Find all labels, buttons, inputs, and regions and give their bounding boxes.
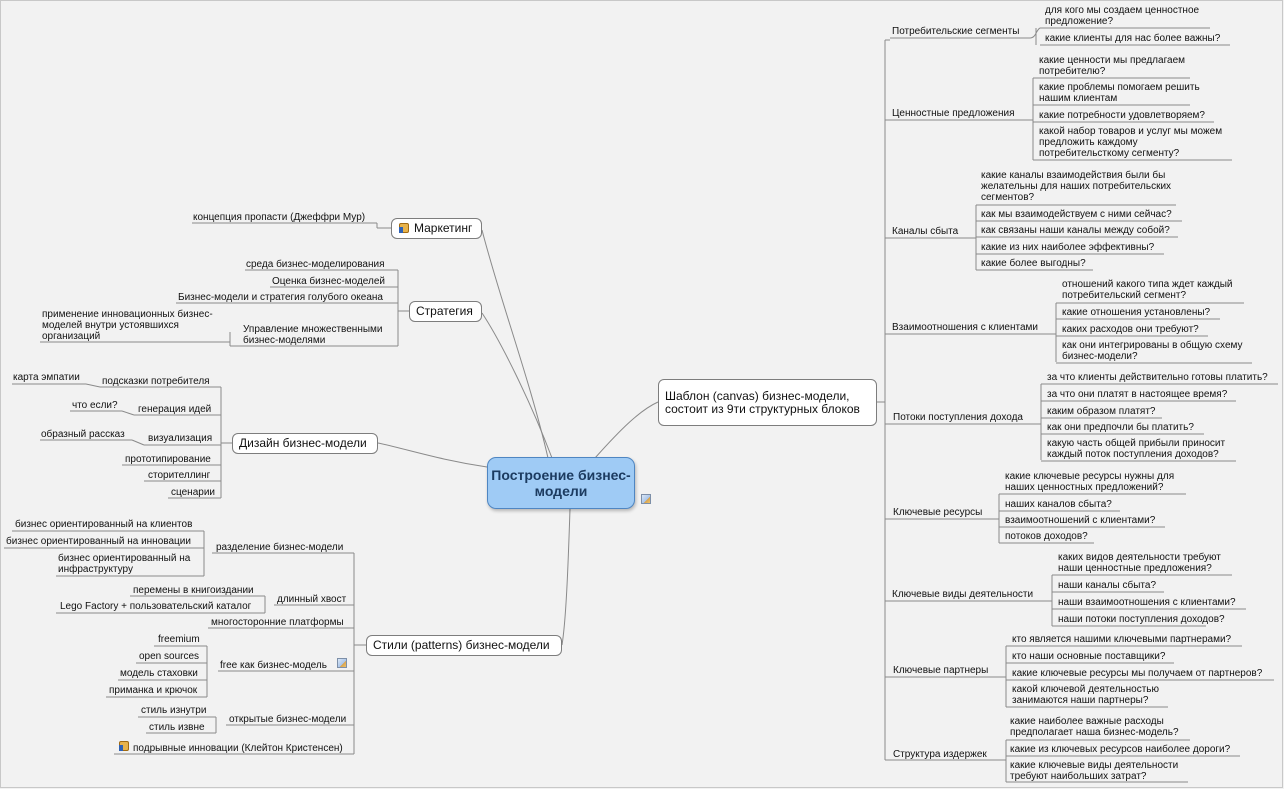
list-item[interactable]: наши потоки поступления доходов? [1058, 614, 1225, 625]
list-item[interactable]: наши каналы сбыта? [1058, 580, 1157, 591]
list-item[interactable]: бизнес ориентированный на инновации [6, 536, 191, 547]
list-item[interactable]: каким образом платят? [1047, 406, 1156, 417]
thumbs-up-icon [119, 741, 129, 751]
list-item[interactable]: прототипирование [125, 454, 211, 465]
list-item[interactable]: какую часть общей прибыли приносит кажды… [1047, 438, 1226, 460]
list-item[interactable]: модель стаховки [120, 668, 198, 679]
list-item[interactable]: open sources [139, 651, 200, 662]
list-item[interactable]: отношений какого типа ждет каждый потреб… [1062, 279, 1233, 301]
canvas-topic-label: Шаблон (canvas) бизнес-модели, состоит и… [665, 388, 860, 416]
list-item[interactable]: перемены в книгоиздании [133, 585, 254, 596]
topic-strategy-label: Стратегия [416, 304, 473, 318]
list-item[interactable]: разделение бизнес-модели [216, 542, 344, 553]
topic-strategy[interactable]: Стратегия [409, 301, 482, 322]
list-item[interactable]: Управление множественными бизнес-моделям… [243, 324, 383, 346]
category-label[interactable]: Взаимоотношения с клиентами [892, 322, 1038, 333]
category-label[interactable]: Ключевые партнеры [893, 665, 989, 676]
category-label[interactable]: Ценностные предложения [892, 108, 1015, 119]
list-item[interactable]: Оценка бизнес-моделей [272, 276, 385, 287]
list-item[interactable]: визуализация [148, 433, 213, 444]
list-item[interactable]: какие ключевые виды деятельности требуют… [1010, 760, 1179, 782]
list-item[interactable]: генерация идей [138, 404, 212, 415]
list-item[interactable]: сценарии [171, 487, 215, 498]
note-icon[interactable] [337, 658, 347, 668]
list-item[interactable]: приманка и крючок [109, 685, 198, 696]
category-label[interactable]: Каналы сбыта [892, 226, 959, 237]
list-item[interactable]: как они предпочли бы платить? [1047, 422, 1194, 433]
list-item[interactable]: открытые бизнес-модели [229, 714, 347, 725]
list-item[interactable]: Lego Factory + пользовательский каталог [60, 601, 252, 612]
list-item[interactable]: free как бизнес-модель [220, 660, 327, 671]
topic-marketing-label: Маркетинг [414, 221, 473, 235]
thumbs-up-icon [399, 223, 409, 233]
list-item[interactable]: какие ключевые ресурсы мы получаем от па… [1012, 668, 1263, 679]
list-item[interactable]: карта эмпатии [13, 372, 80, 383]
list-item[interactable]: концепция пропасти (Джеффри Мур) [193, 212, 366, 223]
list-item[interactable]: каких расходов они требуют? [1062, 324, 1199, 335]
category-label[interactable]: Ключевые виды деятельности [892, 589, 1034, 600]
list-item[interactable]: что если? [72, 400, 118, 411]
list-item[interactable]: взаимоотношений с клиентами? [1005, 515, 1156, 526]
list-item[interactable]: каких видов деятельности требуют наши це… [1058, 552, 1221, 574]
list-item[interactable]: наших каналов сбыта? [1005, 499, 1112, 510]
list-item[interactable]: наши взаимоотношения с клиентами? [1058, 597, 1236, 608]
list-item[interactable]: образный рассказ [41, 429, 125, 440]
list-item[interactable]: какой набор товаров и услуг мы можем пре… [1039, 126, 1223, 159]
note-icon[interactable] [641, 494, 651, 504]
list-item[interactable]: подрывные инновации (Клейтон Кристенсен) [133, 743, 343, 754]
central-topic[interactable]: Построение бизнес-модели [487, 457, 635, 509]
list-item[interactable]: какие более выгодны? [981, 258, 1086, 269]
list-item[interactable]: за что они платят в настоящее время? [1047, 389, 1228, 400]
list-item[interactable]: какие ключевые ресурсы нужны для наших ц… [1005, 471, 1175, 493]
topic-marketing[interactable]: Маркетинг [391, 218, 482, 239]
category-label[interactable]: Потоки поступления дохода [893, 412, 1023, 423]
list-item[interactable]: какие ценности мы предлагаем потребителю… [1039, 55, 1186, 77]
category-label[interactable]: Структура издержек [893, 749, 987, 760]
list-item[interactable]: какие клиенты для нас более важны? [1045, 33, 1221, 44]
topic-styles[interactable]: Стили (patterns) бизнес-модели [366, 635, 562, 656]
list-item[interactable]: длинный хвост [277, 594, 347, 605]
topic-styles-label: Стили (patterns) бизнес-модели [373, 638, 550, 652]
list-item[interactable]: применение инновационных бизнес-моделей … [42, 309, 213, 342]
list-item[interactable]: среда бизнес-моделирования [246, 259, 385, 270]
list-item[interactable]: какие проблемы помогаем решить нашим кли… [1039, 82, 1200, 104]
list-item[interactable]: какой ключевой деятельностью занимаются … [1012, 684, 1159, 706]
canvas-topic[interactable]: Шаблон (canvas) бизнес-модели, состоит и… [658, 379, 877, 426]
list-item[interactable]: Бизнес-модели и стратегия голубого океан… [178, 292, 383, 303]
list-item[interactable]: какие из них наиболее эффективны? [981, 242, 1155, 253]
list-item[interactable]: какие из ключевых ресурсов наиболее доро… [1010, 744, 1231, 755]
list-item[interactable]: кто наши основные поставщики? [1012, 651, 1166, 662]
list-item[interactable]: как мы взаимодействуем с ними сейчас? [981, 209, 1172, 220]
list-item[interactable]: подсказки потребителя [102, 376, 210, 387]
list-item[interactable]: как они интегрированы в общую схему бизн… [1062, 340, 1243, 362]
list-item[interactable]: freemium [158, 634, 200, 645]
list-item[interactable]: бизнес ориентированный на клиентов [15, 519, 193, 530]
topic-design-label: Дизайн бизнес-модели [239, 436, 367, 450]
list-item[interactable]: бизнес ориентированный на инфраструктуру [58, 553, 191, 575]
list-item[interactable]: кто является нашими ключевыми партнерами… [1012, 634, 1232, 645]
list-item[interactable]: какие отношения установлены? [1062, 307, 1211, 318]
list-item[interactable]: за что клиенты действительно готовы плат… [1047, 372, 1268, 383]
list-item[interactable]: многосторонние платформы [211, 617, 344, 628]
list-item[interactable]: какие каналы взаимодействия были бы жела… [981, 170, 1172, 203]
list-item[interactable]: стиль извне [149, 722, 205, 733]
topic-design[interactable]: Дизайн бизнес-модели [232, 433, 378, 454]
list-item[interactable]: сторителлинг [148, 470, 211, 481]
list-item[interactable]: как связаны наши каналы между собой? [981, 225, 1170, 236]
list-item[interactable]: какие потребности удовлетворяем? [1039, 110, 1205, 121]
category-label[interactable]: Ключевые ресурсы [893, 507, 983, 518]
list-item[interactable]: стиль изнутри [141, 705, 207, 716]
list-item[interactable]: потоков доходов? [1005, 531, 1088, 542]
category-label[interactable]: Потребительские сегменты [892, 26, 1020, 37]
list-item[interactable]: для кого мы создаем ценностное предложен… [1045, 5, 1200, 27]
list-item[interactable]: какие наиболее важные расходы предполага… [1010, 716, 1179, 738]
